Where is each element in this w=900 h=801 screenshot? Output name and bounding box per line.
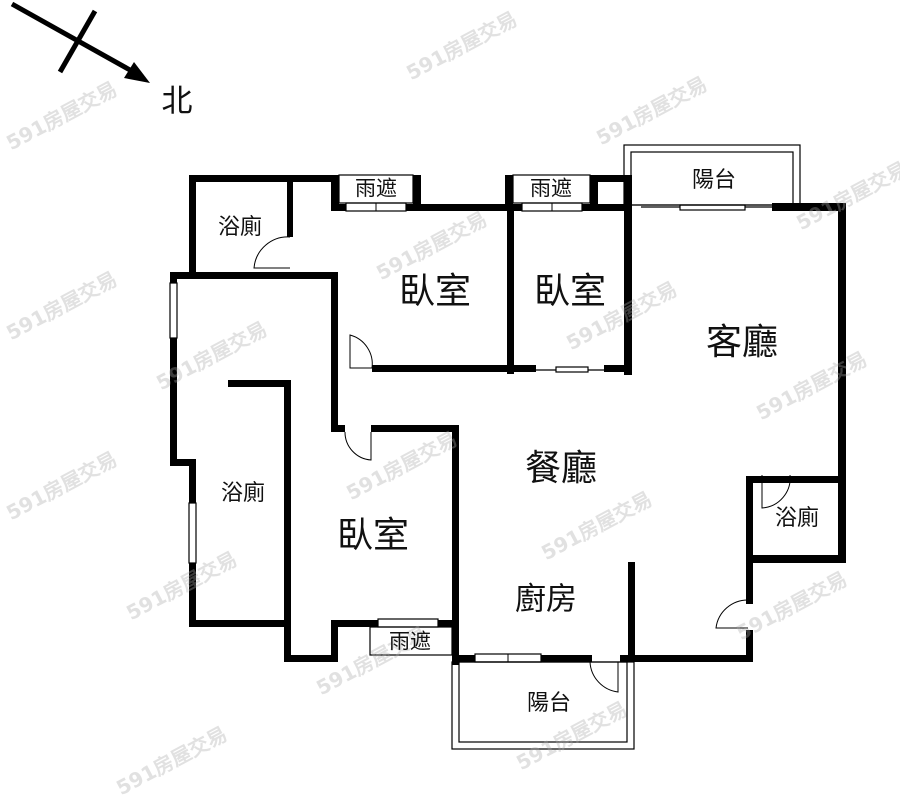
north-arrow-icon — [10, 1, 150, 83]
room-label-bath-top-left: 浴廁 — [217, 215, 263, 240]
room-label-balcony-bottom: 陽台 — [526, 691, 572, 716]
room-label-bedroom-top-right: 臥室 — [533, 271, 607, 312]
wall-segments — [170, 175, 846, 665]
room-label-awning-3: 雨遮 — [389, 629, 431, 654]
door-swings — [253, 236, 791, 693]
room-label-balcony-top: 陽台 — [691, 168, 737, 193]
room-label-awning-1: 雨遮 — [355, 176, 397, 201]
room-label-living-room: 客廳 — [705, 322, 779, 363]
room-label-bath-right: 浴廁 — [774, 506, 820, 531]
balcony-outlines — [338, 144, 801, 750]
room-label-bedroom-top-middle: 臥室 — [398, 271, 472, 312]
floor-plan — [10, 1, 846, 750]
room-label-kitchen: 廚房 — [515, 581, 577, 618]
room-label-awning-2: 雨遮 — [530, 176, 572, 201]
compass-label: 北 — [161, 83, 193, 120]
room-label-bedroom-bottom-left: 臥室 — [336, 515, 410, 556]
windows — [169, 202, 772, 663]
room-label-dining-room: 餐廳 — [524, 448, 598, 489]
room-label-bath-left: 浴廁 — [220, 481, 266, 506]
